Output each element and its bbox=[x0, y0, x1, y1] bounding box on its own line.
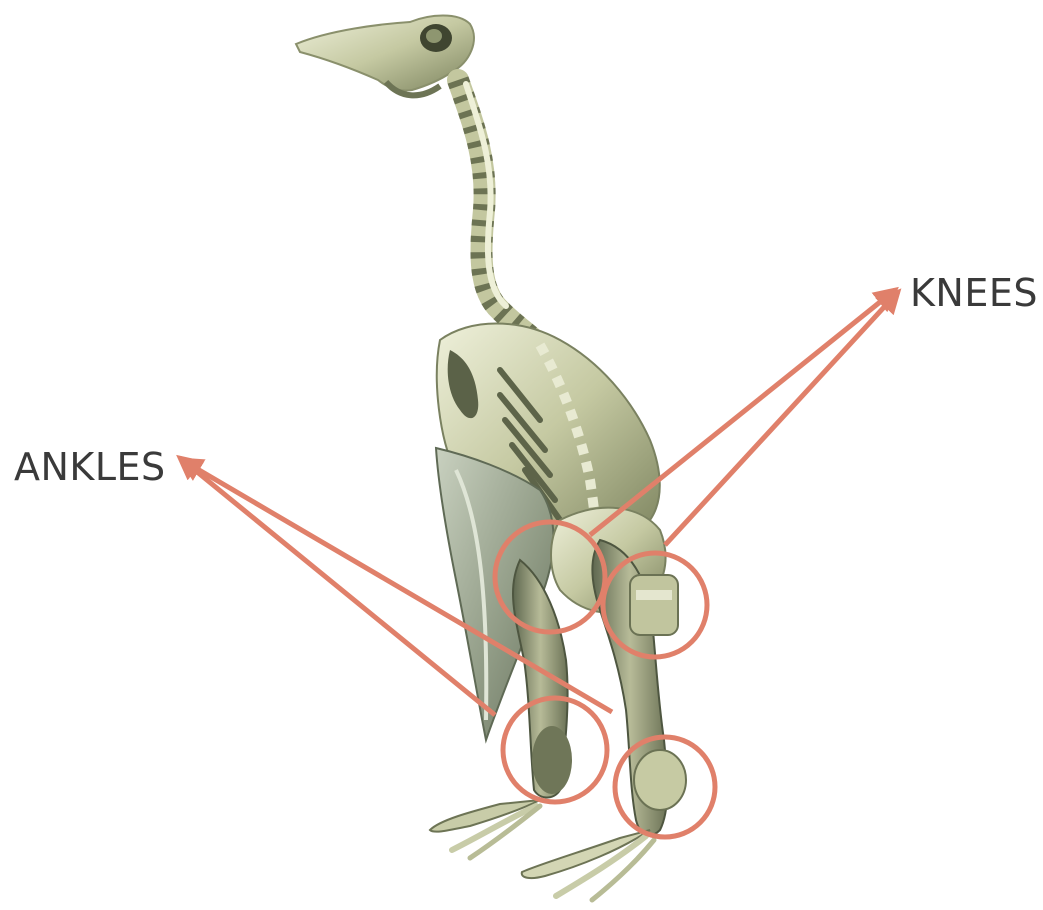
knees-label: KNEES bbox=[910, 271, 1038, 315]
skull bbox=[296, 16, 474, 96]
penguin-skeleton bbox=[296, 16, 686, 901]
ankles-label: ANKLES bbox=[14, 445, 166, 489]
neck-vertebrae bbox=[458, 80, 540, 345]
knee-arrow-2 bbox=[665, 292, 898, 545]
